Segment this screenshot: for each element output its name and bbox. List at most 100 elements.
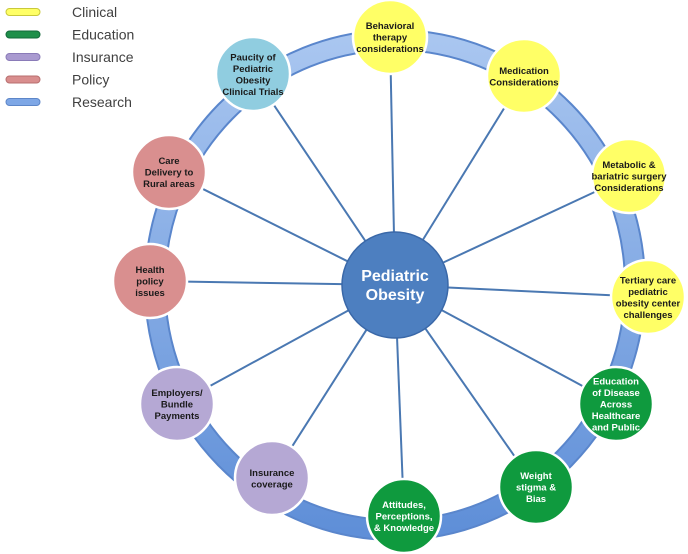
legend-item: Insurance: [5, 49, 134, 65]
legend-label: Education: [72, 27, 134, 43]
spoke-metabolic: [442, 190, 596, 264]
spoke-health-policy: [186, 280, 343, 286]
node-label-line: Bias: [526, 494, 546, 505]
node-label-line: and Public: [592, 423, 640, 434]
spoke-insurance-coverage: [291, 329, 368, 448]
legend-item: Education: [5, 27, 134, 43]
node-label-line: policy: [136, 277, 164, 288]
node-label-line: Across: [600, 400, 632, 411]
node-label-line: & Knowledge: [374, 523, 434, 534]
node-label: Attitudes,Perceptions,& Knowledge: [374, 500, 434, 534]
legend-item: Research: [5, 94, 132, 110]
node-label-line: Pediatric: [233, 64, 273, 75]
node-circle: [130, 133, 208, 211]
node-label-line: Insurance: [250, 468, 295, 479]
node-label-line: Attitudes,: [382, 500, 426, 511]
node-label-line: Considerations: [594, 183, 663, 194]
spoke-behavioral: [389, 73, 395, 233]
node-label-line: Behavioral: [366, 21, 415, 32]
node-label-line: issues: [135, 288, 165, 299]
node-circle: [365, 477, 443, 554]
legend-item: Policy: [5, 72, 109, 88]
node-label-line: considerations: [356, 44, 424, 55]
node-label-line: Tertiary care: [620, 275, 676, 286]
center-label-line: Pediatric: [361, 268, 429, 285]
node-label-line: stigma &: [516, 483, 556, 494]
node-label-line: bariatric surgery: [592, 172, 668, 183]
legend-swatch: [5, 98, 41, 106]
node-circle: [590, 137, 668, 215]
legend-label: Insurance: [72, 49, 134, 65]
node-label-line: Care: [158, 156, 179, 167]
node-circle: [497, 448, 575, 526]
node-label-line: Employers/: [151, 388, 203, 399]
node-circle: [609, 258, 687, 336]
node-circle: [351, 0, 429, 76]
legend-swatch: [5, 30, 41, 39]
legend-label: Clinical: [72, 4, 117, 20]
spoke-care-delivery: [201, 187, 349, 263]
node-label-line: Delivery to: [145, 168, 194, 179]
node-label-line: Bundle: [161, 400, 193, 411]
node-label-line: challenges: [623, 310, 672, 321]
node-circle: [233, 439, 311, 517]
node-circle: [138, 365, 216, 443]
legend-item: Clinical: [5, 4, 117, 20]
spoke-paucity: [272, 104, 367, 242]
spoke-education-disease: [441, 309, 584, 388]
node-label-line: Paucity of: [230, 52, 276, 63]
node-label-line: Payments: [155, 411, 200, 422]
node-label-line: Healthcare: [592, 411, 641, 422]
node-label-line: pediatric: [628, 287, 668, 298]
node-label-line: Education: [593, 377, 639, 388]
center-circle: [341, 231, 449, 339]
legend-label: Policy: [72, 72, 109, 88]
node-label-line: Clinical Trials: [222, 87, 283, 98]
node-label-line: Metabolic &: [602, 160, 655, 171]
node-label-line: Rural areas: [143, 179, 195, 190]
spoke-weight-stigma: [424, 327, 516, 458]
node-label-line: obesity center: [616, 298, 681, 309]
spoke-employers: [208, 309, 349, 388]
spoke-attitudes: [396, 337, 404, 480]
node-label-line: coverage: [251, 479, 293, 490]
node-label-line: therapy: [373, 33, 408, 44]
node-label-line: Weight: [520, 471, 552, 482]
spoke-medication: [421, 106, 506, 241]
node-label-line: of Disease: [592, 388, 640, 399]
node-label-line: Obesity: [236, 75, 272, 86]
node-circle: [111, 242, 189, 320]
node-label-line: Medication: [499, 66, 549, 77]
spoke-tertiary: [447, 286, 612, 297]
node-label-line: Considerations: [489, 77, 558, 88]
legend-swatch: [5, 75, 41, 84]
node-label-line: Perceptions,: [375, 512, 432, 523]
node-circle: [485, 37, 563, 115]
